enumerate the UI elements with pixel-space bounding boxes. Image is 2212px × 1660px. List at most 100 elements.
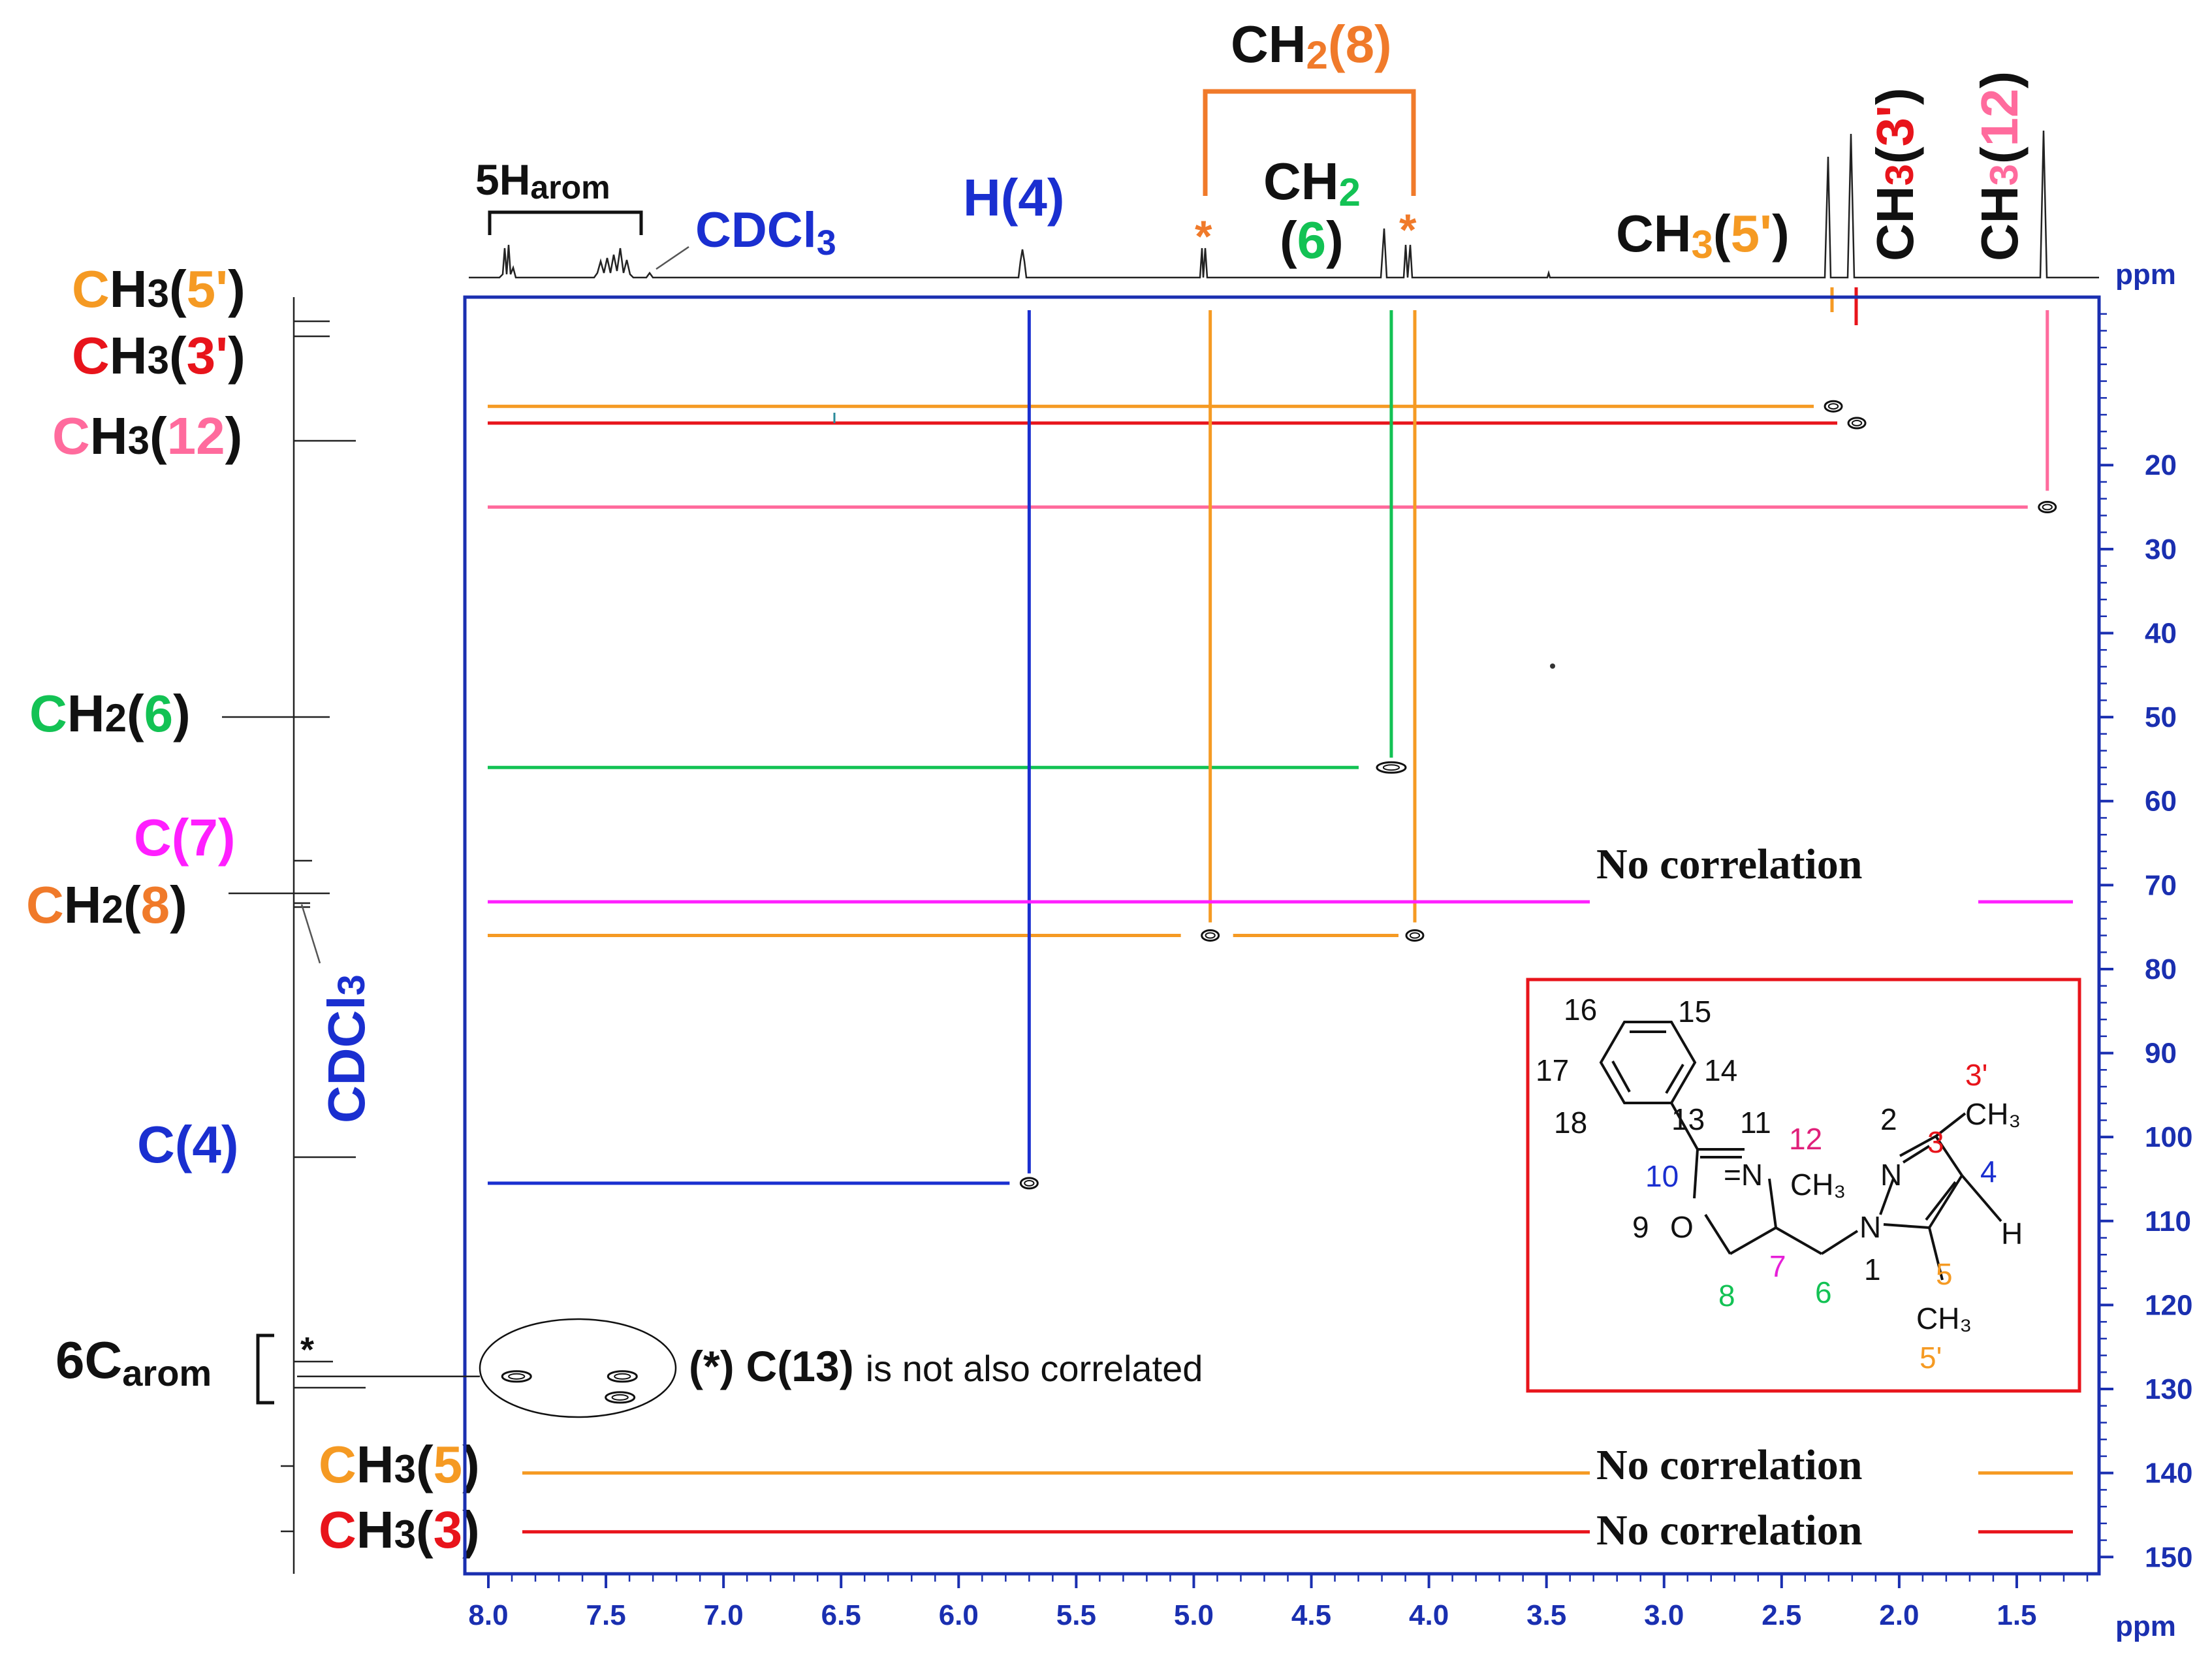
x-tick-label: 3.0	[1644, 1599, 1684, 1631]
svg-text:2: 2	[1880, 1102, 1897, 1136]
cross-peak-inner	[1205, 932, 1216, 939]
svg-text:6: 6	[1815, 1275, 1832, 1309]
ch2-8-star-right: *	[1399, 205, 1417, 255]
artifact-dot	[1550, 663, 1555, 669]
y-tick-label: 20	[2145, 449, 2177, 481]
c13-note: (*)C(13)is not also correlated	[689, 1342, 1203, 1390]
svg-text:O: O	[1670, 1210, 1694, 1244]
y-tick-label: 120	[2145, 1289, 2192, 1321]
c-arom-bracket	[256, 1333, 274, 1405]
aromatic-peaks-ellipse	[479, 1318, 677, 1418]
no-correlation-c7: No correlation	[1596, 840, 1863, 888]
y-tick-label: 150	[2145, 1541, 2192, 1573]
x-tick-label: 5.0	[1174, 1599, 1214, 1631]
x-tick-label: 3.5	[1526, 1599, 1566, 1631]
c-arom-label: 6Carom	[55, 1331, 212, 1394]
h4-label: H(4)	[963, 168, 1065, 227]
ch2-6-left-label: CH2(6)	[29, 684, 191, 742]
svg-text:N: N	[1880, 1158, 1902, 1192]
svg-text:14: 14	[1704, 1053, 1737, 1087]
y-tick-label: 100	[2145, 1121, 2192, 1153]
x-tick-label: 8.0	[468, 1599, 508, 1631]
svg-text:12: 12	[1789, 1122, 1822, 1156]
svg-text:16: 16	[1564, 993, 1597, 1027]
cross-peak-inner	[1409, 932, 1421, 939]
y-tick-label: 50	[2145, 701, 2177, 733]
y-tick-label: 40	[2145, 617, 2177, 649]
svg-text:11: 11	[1740, 1106, 1771, 1140]
svg-text:CH₃: CH₃	[1916, 1301, 1972, 1335]
proton-spectrum-trace	[469, 130, 2099, 279]
x-axis-unit: ppm	[2115, 1610, 2176, 1642]
x-tick-label: 7.5	[586, 1599, 626, 1631]
svg-text:H: H	[2001, 1217, 2023, 1251]
cdcl3-c-label: CDCl3	[317, 974, 375, 1123]
cross-peak	[1201, 929, 1220, 942]
y-tick-label: 90	[2145, 1038, 2177, 1070]
svg-text:5: 5	[1936, 1257, 1953, 1291]
molecule-box	[1526, 978, 2081, 1393]
cross-peak-inner	[1851, 419, 1863, 426]
svg-text:17: 17	[1536, 1053, 1569, 1087]
y-tick-label: 30	[2145, 534, 2177, 566]
y-tick-label: 130	[2145, 1373, 2192, 1405]
svg-text:3': 3'	[1965, 1058, 1987, 1092]
svg-text:4: 4	[1980, 1155, 1997, 1189]
cross-peak	[1405, 929, 1425, 942]
cdcl3-c-pointer	[300, 904, 321, 964]
ch2-6-top-label-line2: (6)	[1280, 211, 1344, 269]
ch2-8-bracket	[1203, 89, 1416, 196]
ch3-12-left-label: CH3(12)	[52, 407, 242, 465]
y-axis-unit: ppm	[2115, 259, 2176, 291]
ch3-5-left-label: CH3(5)	[319, 1435, 480, 1493]
svg-text:13: 13	[1671, 1102, 1705, 1136]
svg-text:8: 8	[1718, 1279, 1735, 1313]
cross-peak-inner	[1827, 403, 1839, 410]
svg-text:N: N	[1859, 1210, 1881, 1244]
ch3-3p-top-label: CH3(3')	[1866, 88, 1924, 261]
svg-text:5': 5'	[1920, 1341, 1942, 1375]
ch3-3p-left-label: CH3(3')	[72, 327, 245, 385]
proton-projection: 5Harom CDCl3 H(4) CH2(8) * * CH2 (6) CH3…	[469, 15, 2099, 325]
x-tick-label: 6.0	[939, 1599, 979, 1631]
svg-text:15: 15	[1678, 995, 1711, 1029]
cross-peak	[605, 1391, 636, 1404]
ch3-3-left-label: CH3(3)	[319, 1501, 480, 1559]
ch2-6-top-label-line1: CH2	[1263, 152, 1361, 214]
cross-peak	[607, 1370, 638, 1383]
svg-text:=N: =N	[1724, 1158, 1763, 1192]
cross-peak	[501, 1370, 532, 1383]
cdcl3-h-pointer	[656, 246, 689, 270]
svg-text:1: 1	[1864, 1253, 1881, 1286]
cross-peak-inner	[614, 1373, 631, 1380]
harom-bracket	[488, 210, 643, 235]
x-tick-label: 4.5	[1291, 1599, 1331, 1631]
cross-peak	[2038, 501, 2057, 514]
ch3-5p-left-label: CH3(5')	[72, 260, 245, 318]
cross-peak	[1824, 400, 1843, 413]
svg-text:18: 18	[1554, 1106, 1587, 1140]
c7-left-label: C(7)	[134, 808, 236, 867]
no-correlation-ch3-5: No correlation	[1596, 1441, 1863, 1489]
cross-peak-inner	[1024, 1179, 1035, 1187]
ch3-12-top-label: CH3(12)	[1970, 71, 2029, 261]
svg-text:9: 9	[1632, 1210, 1649, 1244]
cross-peak-inner	[611, 1394, 629, 1401]
harom-label: 5Harom	[475, 155, 610, 206]
ch2-8-left-label: CH2(8)	[26, 876, 187, 934]
x-tick-label: 7.0	[704, 1599, 744, 1631]
c4-left-label: C(4)	[137, 1115, 239, 1173]
svg-text:10: 10	[1645, 1159, 1679, 1193]
no-correlation-ch3-3: No correlation	[1596, 1507, 1863, 1554]
cross-peak	[1019, 1177, 1039, 1190]
correlation-lines	[297, 310, 2073, 1534]
x-tick-label: 6.5	[821, 1599, 861, 1631]
cross-peak-inner	[508, 1373, 526, 1380]
cdcl3-h-label: CDCl3	[695, 202, 836, 263]
carbon-projection: CH3(5') CH3(3') CH3(12) CH2(6) C(7) CH2(…	[26, 260, 480, 1574]
ch2-8-star-left: *	[1195, 212, 1212, 261]
svg-text:CH₃: CH₃	[1790, 1168, 1846, 1202]
x-tick-label: 2.0	[1879, 1599, 1919, 1631]
